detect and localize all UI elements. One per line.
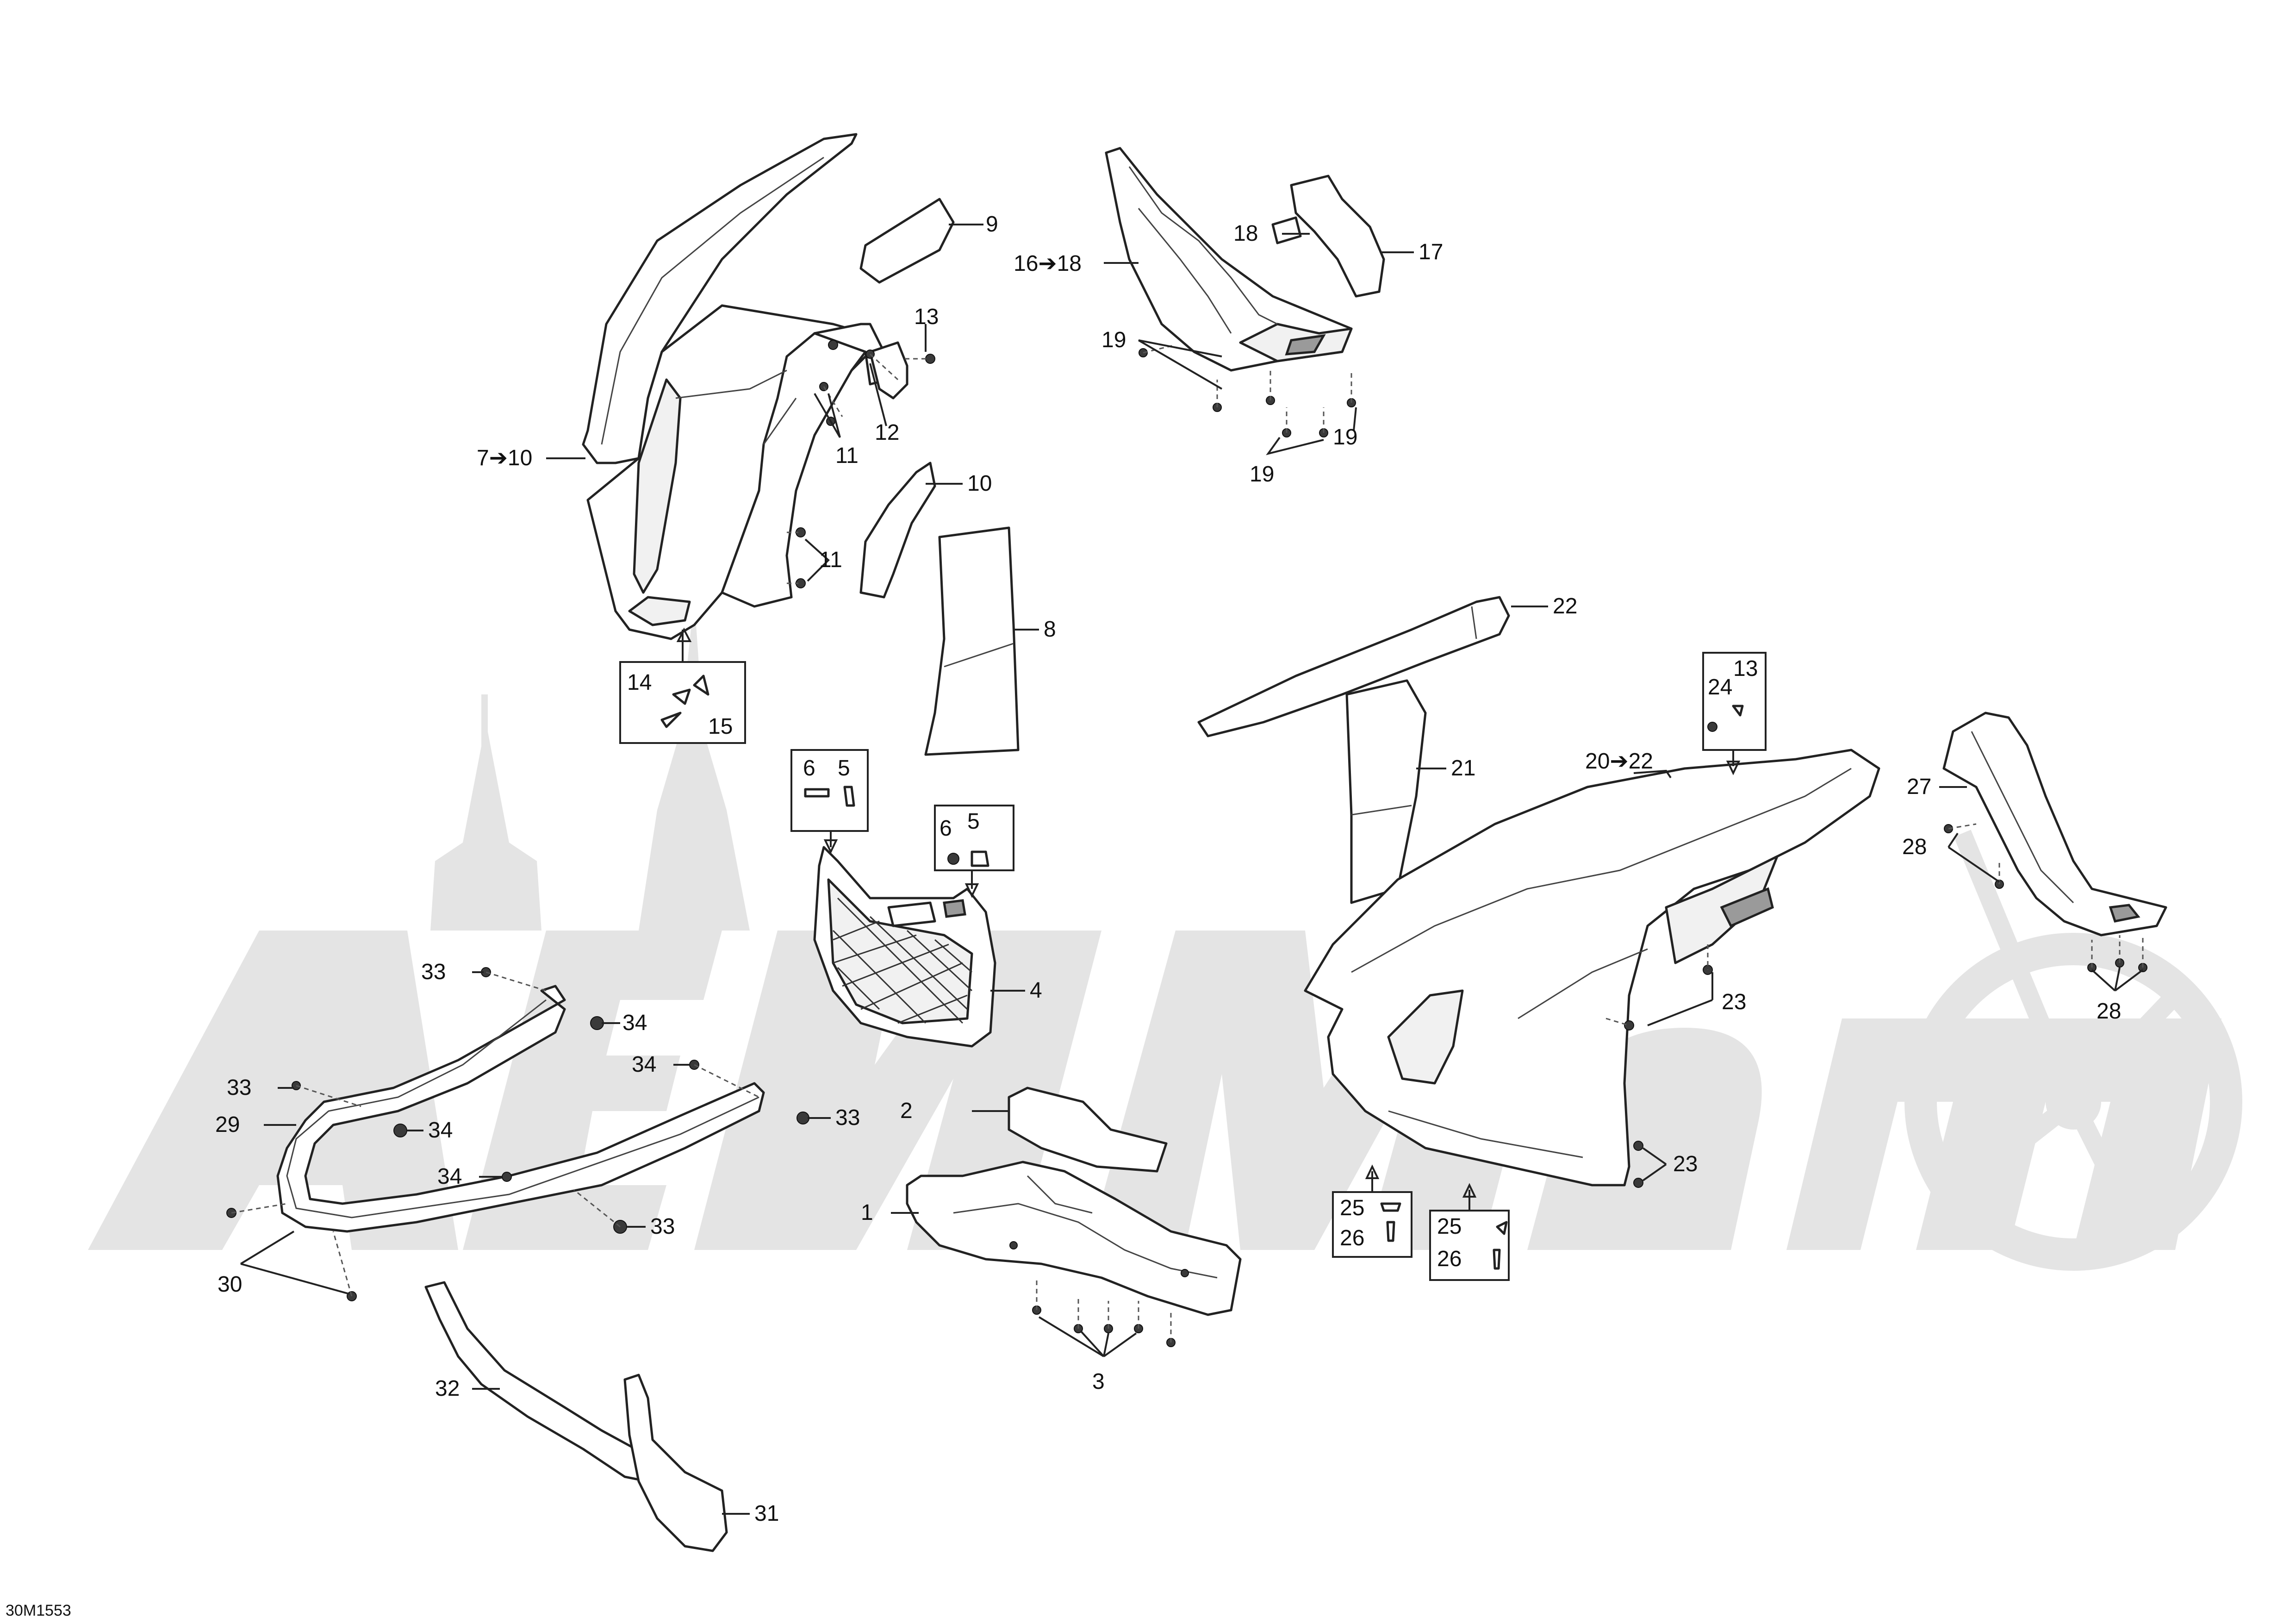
label-part-31: 31 (754, 1501, 779, 1526)
label-part-25a: 25 (1340, 1196, 1364, 1220)
label-part-26b: 26 (1437, 1247, 1462, 1271)
label-part-33c: 33 (835, 1106, 860, 1130)
label-part-14: 14 (627, 670, 652, 695)
label-part-16: 16➔18 (1014, 251, 1082, 276)
label-part-17: 17 (1419, 240, 1443, 264)
label-part-33b: 33 (227, 1075, 251, 1100)
drawing-code: 30M1553 (6, 1602, 71, 1619)
label-part-28a: 28 (1902, 835, 1927, 859)
label-part-23b: 23 (1673, 1152, 1698, 1176)
upper-panel-part-22 (1197, 596, 1510, 737)
label-part-7: 7➔10 (477, 446, 532, 470)
label-part-32: 32 (435, 1376, 460, 1401)
label-part-20: 20➔22 (1585, 749, 1653, 774)
label-part-15: 15 (708, 714, 733, 739)
bumper-bracket-part-31 (623, 1374, 728, 1552)
front-bumper-part-29 (276, 985, 765, 1233)
label-part-3: 3 (1092, 1369, 1105, 1394)
label-part-34c: 34 (428, 1118, 453, 1143)
bumper-bracket-part-32 (424, 1281, 654, 1483)
label-part-33a: 33 (421, 960, 446, 984)
side-fairing-part-20 (1304, 749, 1880, 1187)
front-side-fairing-part-7 (582, 133, 908, 640)
footrest-panel-part-16 (1105, 147, 1353, 372)
label-part-6a: 6 (803, 756, 815, 781)
small-panel-part-9 (859, 198, 955, 284)
lower-cover-part-1 (906, 1161, 1242, 1316)
small-plate-part-18 (1271, 216, 1302, 244)
label-part-13b: 13 (1733, 656, 1758, 681)
label-part-1: 1 (861, 1200, 873, 1225)
part-22-seam (1471, 606, 1477, 639)
label-part-2: 2 (900, 1099, 913, 1123)
part-8-seam (944, 643, 1014, 668)
side-strip-part-21 (1345, 679, 1427, 904)
label-part-26a: 26 (1340, 1226, 1364, 1250)
label-part-6b: 6 (940, 816, 952, 841)
label-part-11a: 11 (835, 443, 859, 468)
label-part-19a: 19 (1101, 328, 1126, 352)
label-part-13a: 13 (914, 305, 939, 329)
label-part-34d: 34 (437, 1164, 462, 1189)
label-part-5b: 5 (967, 809, 980, 834)
side-panel-part-8 (924, 526, 1020, 756)
label-part-11b: 11 (819, 548, 842, 572)
leader-lines (240, 224, 2144, 1515)
label-part-18: 18 (1233, 221, 1258, 246)
label-part-29: 29 (215, 1112, 240, 1137)
label-part-10: 10 (967, 471, 992, 496)
label-part-22: 22 (1553, 594, 1577, 618)
fasteners-part-19 (1139, 344, 1356, 437)
heel-guard-part-17 (1290, 175, 1385, 298)
label-part-30: 30 (218, 1272, 242, 1297)
label-part-9: 9 (986, 212, 998, 237)
label-part-19c: 19 (1250, 462, 1274, 487)
side-strip-part-10 (859, 462, 936, 599)
label-part-5a: 5 (838, 756, 850, 781)
callout-box-13-24 (1702, 652, 1767, 751)
fasteners-part-23 (1605, 944, 1713, 1188)
front-grille-part-4 (813, 846, 996, 1048)
label-part-12: 12 (875, 420, 899, 445)
part-21-seam (1351, 805, 1412, 816)
label-part-27: 27 (1907, 775, 1931, 799)
label-part-33d: 33 (650, 1214, 675, 1239)
label-part-28b: 28 (2097, 999, 2121, 1024)
footrest-panel-part-27 (1942, 712, 2167, 937)
label-part-4: 4 (1030, 978, 1042, 1003)
label-part-24: 24 (1708, 675, 1732, 700)
cover-part-2 (1008, 1087, 1168, 1173)
label-part-21: 21 (1451, 756, 1475, 781)
callout-hardware (660, 675, 1744, 1270)
label-part-23a: 23 (1722, 990, 1746, 1014)
part-number-labels: 7➔10 9 13 12 11 10 11 8 14 15 16➔18 18 1… (215, 212, 2121, 1526)
label-part-19b: 19 (1333, 425, 1357, 450)
label-part-34b: 34 (632, 1052, 656, 1077)
label-part-8: 8 (1044, 617, 1056, 642)
label-part-25b: 25 (1437, 1214, 1462, 1239)
fasteners-part-3 (1032, 1278, 1176, 1347)
fasteners-part-28 (1944, 823, 2147, 972)
label-part-34a: 34 (622, 1011, 647, 1035)
